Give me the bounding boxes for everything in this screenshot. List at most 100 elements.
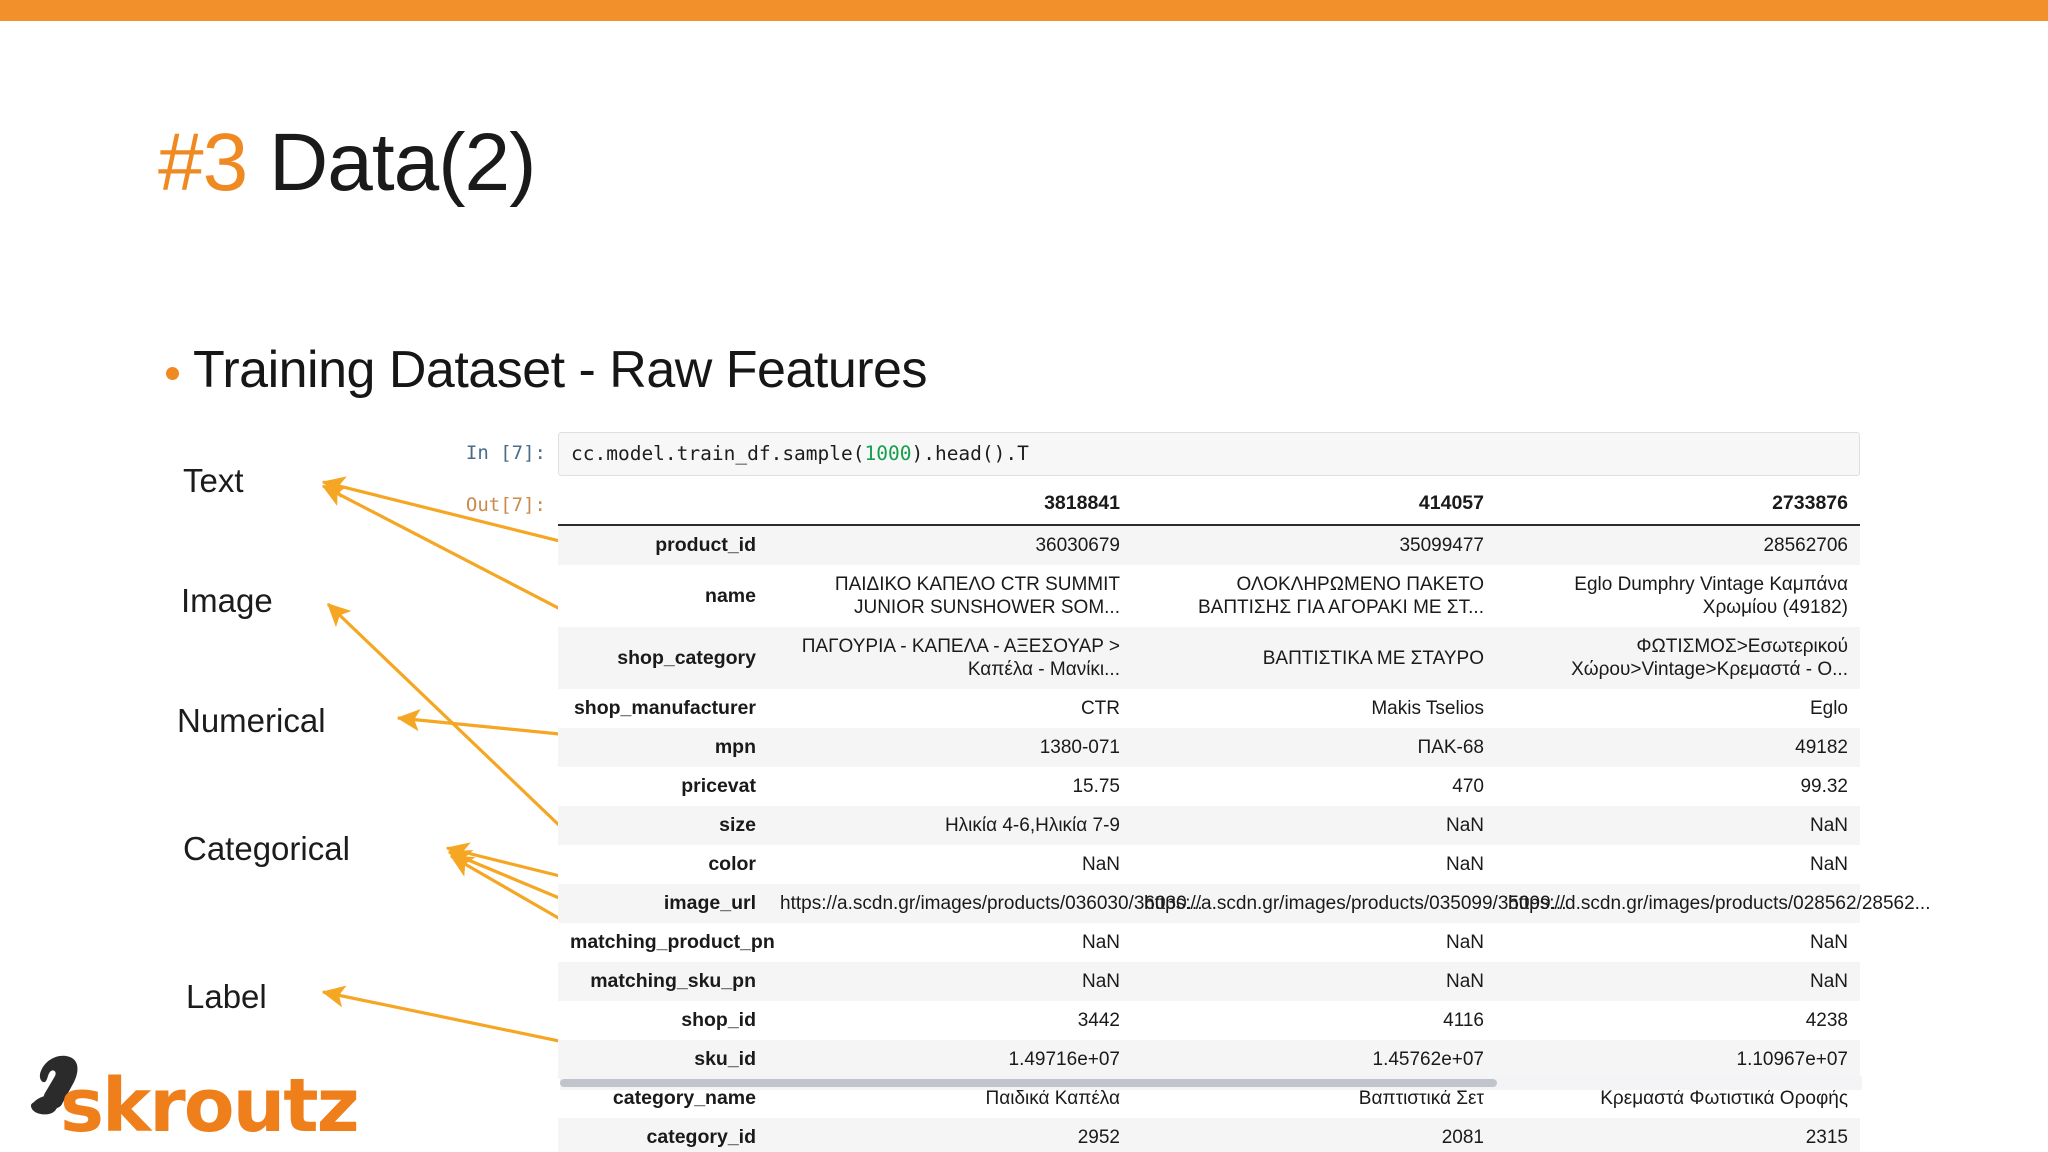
cell: 28562706 [1763,535,1848,556]
annotation-label-image: Image [181,582,273,619]
table-row: color NaN NaN NaN [558,845,1860,884]
horizontal-scrollbar[interactable] [560,1076,1862,1090]
row-index-name: name [705,584,756,607]
cell: ΦΩΤΙΣΜΟΣ>Εσωτερικού Χώρου>Vintage>Κρεμασ… [1571,636,1848,680]
row-index-sku-id: sku_id [694,1048,756,1070]
table-row: shop_id 3442 4116 4238 [558,1001,1860,1040]
cell: NaN [1445,815,1484,836]
dataframe-header-row: 3818841 414057 2733876 [558,486,1860,526]
cell: NaN [1445,932,1484,953]
cell: NaN [1445,971,1484,992]
table-row: name ΠΑΙΔΙΚΟ ΚΑΠΕΛΟ CTR SUMMIT JUNIOR SU… [558,565,1860,627]
row-index-pricevat: pricevat [681,775,756,797]
title-text: Data(2) [247,117,536,208]
cell: Makis Tselios [1371,698,1484,719]
notebook-input-row: In [7]: cc.model.train_df.sample(1000).h… [460,432,1860,476]
code-text-before: cc.model.train_df.sample( [571,442,865,465]
cell: Eglo Dumphry Vintage Καμπάνα Χρωμίου (49… [1574,574,1848,618]
table-row: sku_id 1.49716e+07 1.45762e+07 1.10967e+… [558,1040,1860,1079]
annotation-label-numerical: Numerical [177,702,326,739]
table-row: pricevat 15.75 470 99.32 [558,767,1860,806]
cell: 1.49716e+07 [1008,1049,1120,1070]
cell: ΠΑΚ-68 [1417,737,1484,758]
cell: Ηλικία 4-6,Ηλικία 7-9 [944,815,1120,836]
bullet-heading-label: Training Dataset - Raw Features [193,341,927,399]
output-body: 3818841 414057 2733876 product_id 360306… [558,486,1931,1152]
cell: NaN [1081,854,1120,875]
cell: 15.75 [1072,776,1120,797]
cell: NaN [1809,971,1848,992]
title-number: #3 [158,117,248,208]
cell: ΠΑΙΔΙΚΟ ΚΑΠΕΛΟ CTR SUMMIT JUNIOR SUNSHOW… [834,574,1120,618]
table-row: matching_product_pn NaN NaN NaN [558,923,1860,962]
table-row: mpn 1380-071 ΠΑΚ-68 49182 [558,728,1860,767]
code-text-after: ).head().T [911,442,1029,465]
row-index-shop-category: shop_category [617,646,756,669]
notebook-output-row: Out[7]: 3818841 414057 2733876 [460,486,1931,1152]
row-index-image-url: image_url [663,892,756,914]
code-number-literal: 1000 [864,442,912,465]
cell: 1.45762e+07 [1372,1049,1484,1070]
cell: ΒΑΠΤΙΣΤΙΚΑ ΜΕ ΣΤΑΥΡΟ [1262,647,1484,669]
row-index-size: size [719,814,756,836]
bullet-heading: Training Dataset - Raw Features [166,340,927,400]
cell: NaN [1809,815,1848,836]
bullet-dot-icon [166,366,179,380]
cell: 470 [1452,776,1484,797]
table-row: matching_sku_pn NaN NaN NaN [558,962,1860,1001]
cell: 49182 [1795,737,1848,758]
annotation-label-categorical: Categorical [183,830,350,867]
cell: 1.10967e+07 [1736,1049,1848,1070]
cell: CTR [1080,698,1120,719]
cell: https://d.scdn.gr/images/products/028562… [1508,893,1931,914]
cell: 35099477 [1399,535,1484,556]
cell: Κρεμαστά Φωτιστικά Οροφής [1600,1088,1848,1109]
dataframe-body: product_id 36030679 35099477 28562706 na… [558,525,1931,1152]
cell: 2315 [1805,1127,1848,1148]
cell: https://a.scdn.gr/images/products/036030… [780,893,1203,914]
cell: Eglo [1809,698,1848,719]
table-row: size Ηλικία 4-6,Ηλικία 7-9 NaN NaN [558,806,1860,845]
cell: 99.32 [1800,776,1848,797]
cell: Παιδικά Καπέλα [985,1088,1120,1109]
row-index-shop-manufacturer: shop_manufacturer [573,697,756,719]
cell: 2081 [1441,1127,1484,1148]
cell: 1380-071 [1039,737,1120,758]
row-index-color: color [708,853,756,875]
row-index-category-name: category_name [612,1087,756,1109]
cell: 4116 [1443,1010,1484,1031]
table-row: shop_category ΠΑΓΟΥΡΙΑ - ΚΑΠΕΛΑ - ΑΞΕΣΟΥ… [558,627,1860,689]
skroutz-logo: skroutz [22,1048,360,1148]
cell: NaN [1445,854,1484,875]
scrollbar-thumb[interactable] [560,1079,1498,1087]
dataframe-corner-cell [558,486,768,526]
column-header-1: 414057 [1132,486,1496,526]
table-row: shop_manufacturer CTR Makis Tselios Eglo [558,689,1860,728]
row-index-product-id: product_id [655,534,756,556]
tophat-icon [30,1055,78,1115]
cell: NaN [1809,854,1848,875]
row-index-category-id: category_id [646,1126,756,1148]
code-input-area[interactable]: cc.model.train_df.sample(1000).head().T [558,432,1860,476]
row-index-mpn: mpn [714,736,756,758]
annotation-label-text: Text [183,462,244,499]
cell: NaN [1081,971,1120,992]
table-row: product_id 36030679 35099477 28562706 [558,525,1860,565]
dataframe-table: 3818841 414057 2733876 product_id 360306… [558,486,1931,1152]
input-prompt-label: In [7]: [465,442,546,464]
cell: NaN [1809,932,1848,953]
table-row: category_id 2952 2081 2315 [558,1118,1860,1152]
table-row: image_url https://a.scdn.gr/images/produ… [558,884,1931,923]
page-title: #3 Data(2) [158,115,536,211]
cell: https://a.scdn.gr/images/products/035099… [1144,893,1567,914]
logo-wordmark: skroutz [60,1063,360,1149]
cell: NaN [1081,932,1120,953]
cell: 36030679 [1035,535,1120,556]
cell: ΟΛΟΚΛΗΡΩΜΕΝΟ ΠΑΚΕΤΟ ΒΑΠΤΙΣΗΣ ΓΙΑ ΑΓΟΡΑΚΙ… [1197,574,1484,618]
dataframe-header: 3818841 414057 2733876 [558,486,1860,526]
cell: 4238 [1805,1010,1848,1031]
row-index-shop-id: shop_id [681,1009,756,1031]
annotation-label-label: Label [186,978,267,1015]
column-header-0: 3818841 [768,486,1132,526]
